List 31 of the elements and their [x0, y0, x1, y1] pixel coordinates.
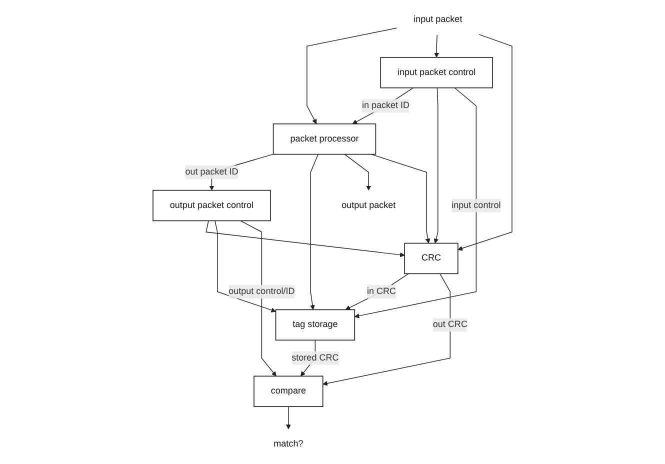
node-box: compare: [254, 376, 324, 407]
node-text: match?: [274, 439, 304, 449]
node-box: output packet control: [152, 190, 271, 222]
node-box: packet processor: [272, 123, 376, 155]
arrow: [310, 154, 318, 310]
node-box: CRC: [404, 242, 458, 274]
node-box: tag storage: [275, 309, 356, 341]
node-box: input packet control: [380, 57, 493, 88]
arrow: [306, 28, 398, 124]
edge-label: out packet ID: [185, 167, 238, 177]
arrow: [354, 87, 477, 318]
arrow: [370, 154, 430, 244]
edge-label: out CRC: [432, 320, 468, 330]
arrow: [352, 87, 414, 124]
arrow: [240, 220, 276, 376]
arrow: [345, 273, 409, 310]
arrow: [214, 220, 276, 312]
arrow: [434, 34, 440, 58]
edge-label: input control: [452, 200, 501, 210]
arrow: [286, 406, 291, 430]
edge-label: in CRC: [366, 286, 396, 296]
edge-label: output control/ID: [228, 286, 295, 296]
node-text: output packet: [342, 200, 396, 210]
arrow: [206, 220, 405, 258]
edge-label: stored CRC: [292, 353, 339, 363]
node-text: input packet: [414, 14, 462, 24]
arrow: [344, 154, 372, 191]
arrow: [458, 34, 512, 251]
arrow: [434, 87, 439, 244]
arrow: [322, 273, 451, 386]
edge-label: in packet ID: [362, 100, 410, 110]
